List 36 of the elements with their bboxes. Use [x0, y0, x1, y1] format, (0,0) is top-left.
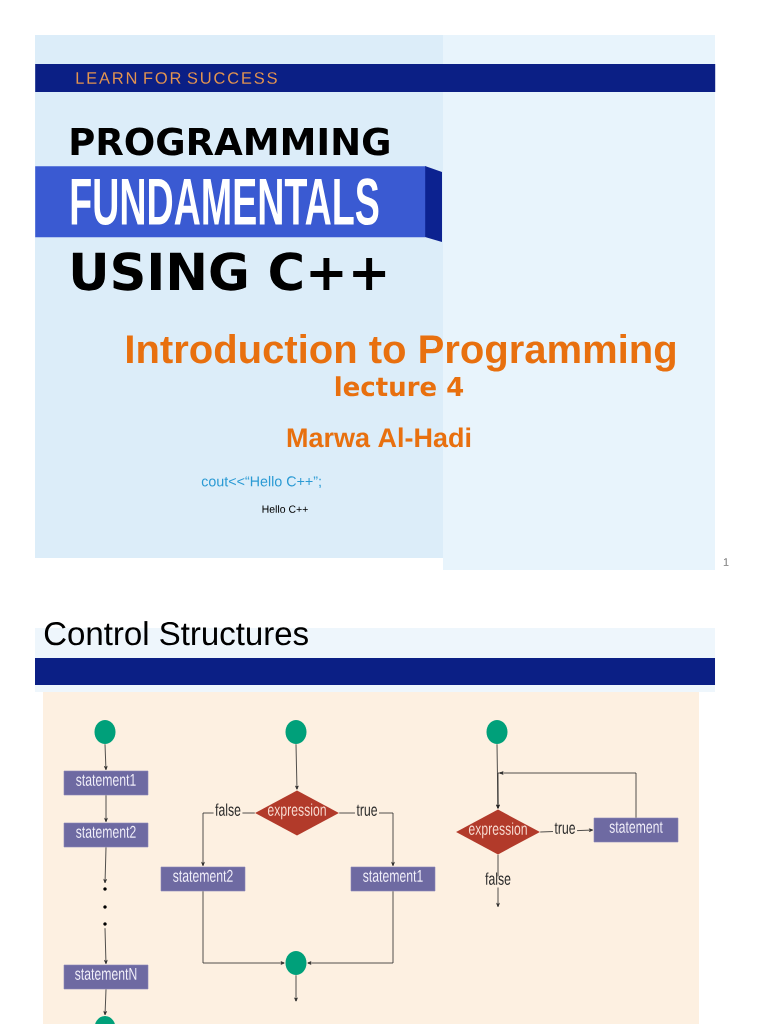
arrow — [307, 890, 394, 965]
statement-box: statement2 — [63, 822, 149, 848]
edge-label: true — [552, 822, 578, 837]
statement-box: statement1 — [63, 770, 149, 796]
statement-box: statement2 — [160, 866, 246, 892]
arrow — [103, 846, 107, 884]
banner: LEARN FOR SUCCESS — [35, 64, 716, 92]
lecture-title: Introduction to Programming — [127, 334, 675, 372]
edge-label: false — [213, 803, 243, 819]
start-circle — [94, 720, 116, 744]
statement-box: statementN — [63, 964, 149, 990]
cover-title: PROGRAMMING — [71, 127, 389, 156]
author-name: Marwa Al-Hadi — [287, 427, 471, 448]
slide-title: Control Structures — [44, 621, 308, 646]
output-text: Hello C++ — [262, 505, 308, 513]
arrow — [104, 794, 108, 823]
merge-circle — [285, 951, 307, 975]
arrow — [496, 771, 637, 819]
edge-label: false — [483, 872, 513, 888]
lecture-number: lecture 4 — [335, 376, 464, 397]
arrow — [294, 974, 298, 1002]
page-number: 1 — [723, 558, 729, 566]
start-circle — [285, 720, 307, 744]
arrow — [295, 743, 299, 790]
edge-label: true — [354, 804, 380, 819]
arrow — [104, 927, 108, 965]
arrow — [202, 890, 285, 965]
statement-box: statement1 — [350, 866, 436, 892]
arrow — [104, 743, 108, 771]
arrow — [103, 988, 107, 1016]
statement-box: statement — [593, 817, 679, 843]
title-bar — [35, 658, 715, 685]
code-line: cout<<“Hello C++”; — [201, 475, 321, 489]
title-ribbon: FUNDAMENTALS — [35, 166, 442, 242]
start-circle — [486, 720, 508, 744]
ellipsis-dots — [103, 887, 107, 926]
